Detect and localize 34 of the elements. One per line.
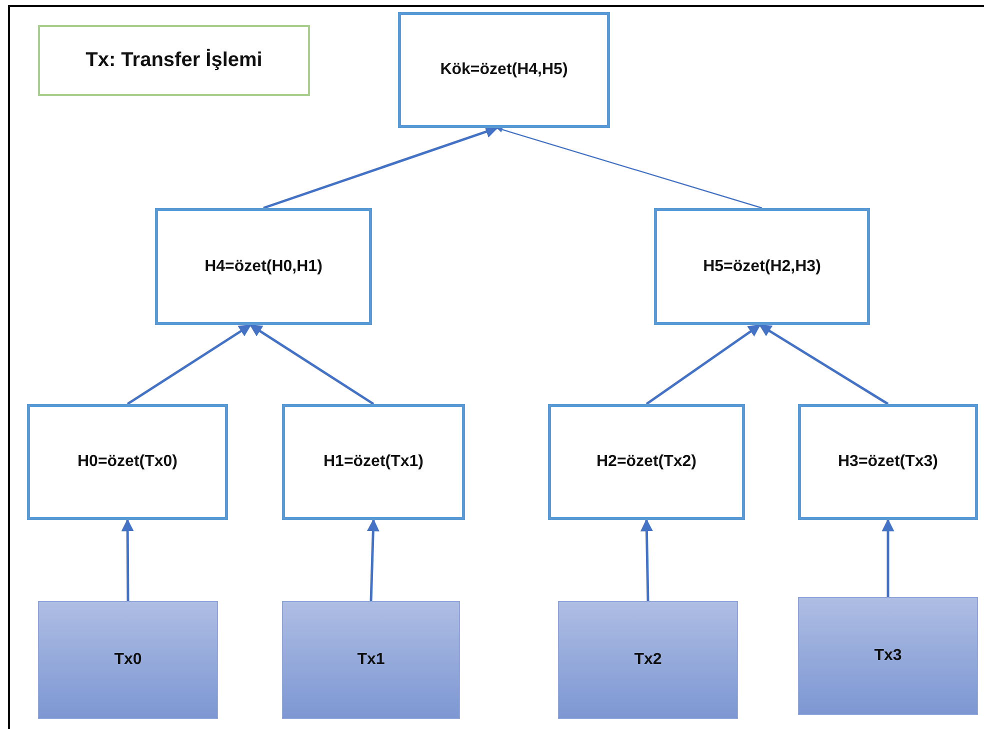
hash-box [798,404,978,520]
node-text: H2=özet(Tx2) [596,453,697,471]
node-text: Tx0 [114,651,142,669]
hash-box [654,208,870,325]
arrow [121,518,134,601]
arrow [496,126,762,209]
node-text: H5=özet(H2,H3) [703,258,821,276]
arrow [249,324,374,406]
arrow [366,518,380,602]
node-text: Tx2 [634,651,662,669]
arrow [646,324,761,406]
arrow [758,324,889,406]
hash-box [282,404,465,520]
transaction-box [798,597,978,715]
arrow [263,126,498,210]
key-box [38,25,310,96]
node-text: H3=özet(Tx3) [838,453,938,471]
arrow [882,518,894,597]
transaction-box [558,601,738,719]
arrow [640,518,653,602]
node-text: Kök=özet(H4,H5) [440,61,568,79]
node-text: H0=özet(Tx0) [77,453,178,471]
transaction-box [38,601,218,719]
node-text: H1=özet(Tx1) [323,453,424,471]
hash-box [27,404,228,520]
transaction-box [282,601,460,719]
hash-box [155,208,372,325]
node-text: Tx1 [357,651,385,669]
node-text: Tx: Transfer İşlemi [86,49,262,72]
hash-box [548,404,745,520]
node-text: Tx3 [874,647,902,665]
arrow [126,324,252,406]
node-text: H4=özet(H0,H1) [204,258,322,276]
hash-box [398,12,610,128]
